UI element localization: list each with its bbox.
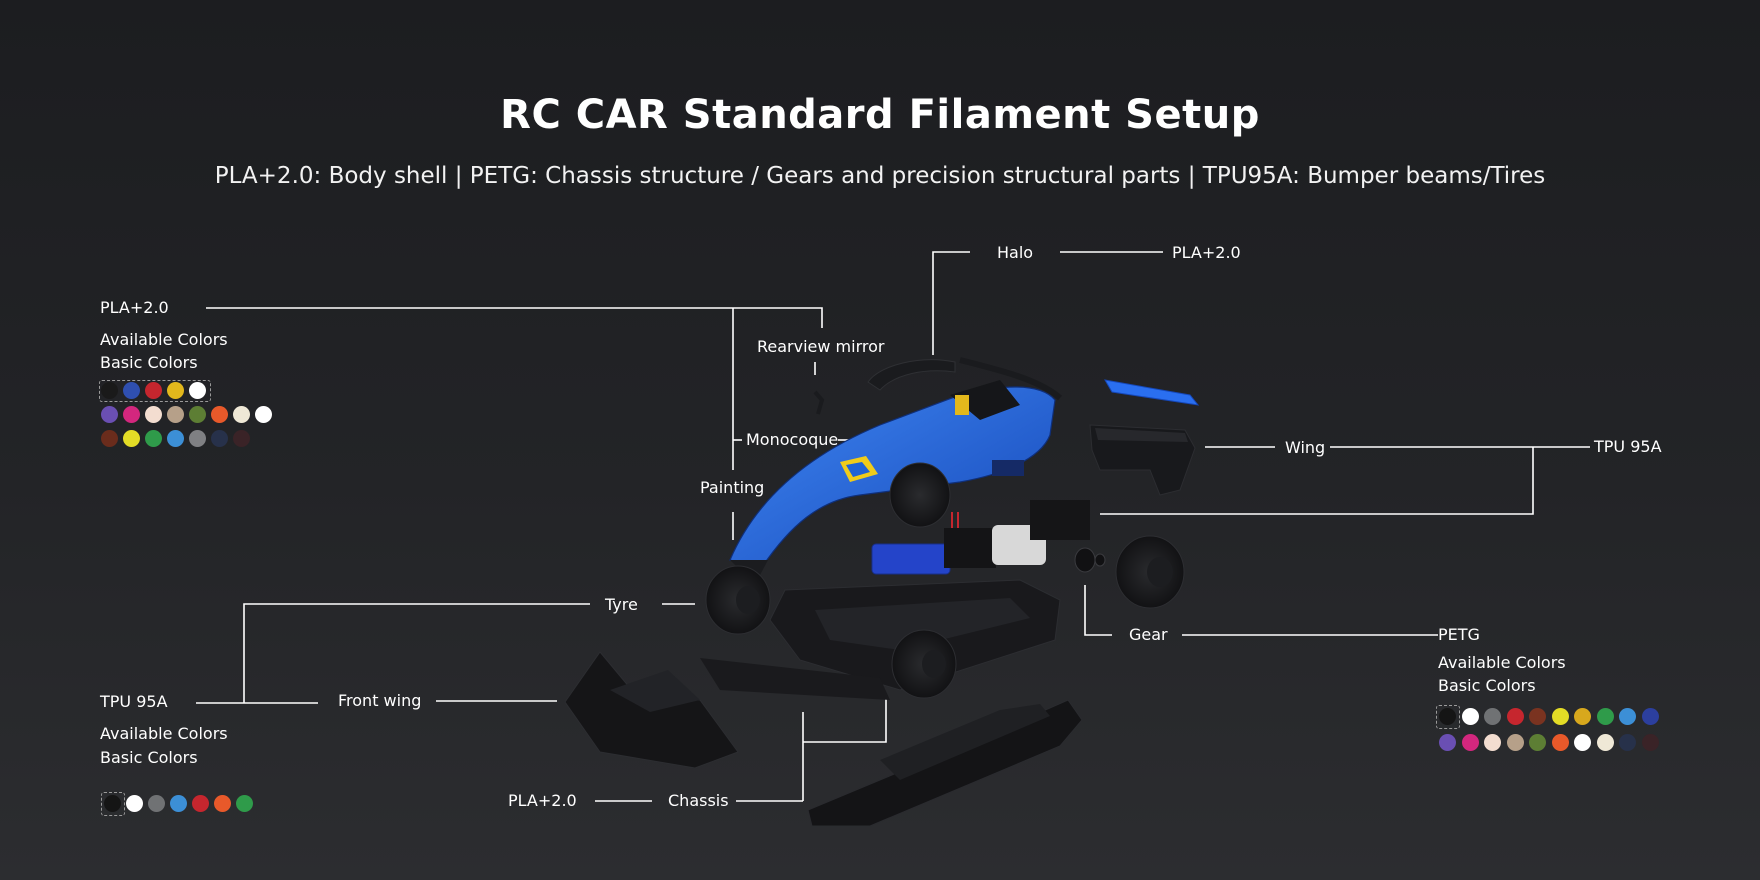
petg-swatch-1-2[interactable] bbox=[1484, 734, 1501, 751]
page-subtitle: PLA+2.0: Body shell | PETG: Chassis stru… bbox=[214, 163, 1546, 189]
chassis-bracket2-leader bbox=[803, 694, 887, 743]
pla-swatch-0-3[interactable] bbox=[167, 382, 184, 399]
electronics-parts bbox=[871, 500, 1090, 575]
halo-material-label: PLA+2.0 bbox=[1172, 243, 1241, 262]
pla-swatch-1-5[interactable] bbox=[211, 406, 228, 423]
pla-basic-colors-label: Basic Colors bbox=[100, 353, 198, 372]
pla-swatch-2-4[interactable] bbox=[189, 430, 206, 447]
tpu-swatch-0-5[interactable] bbox=[214, 795, 231, 812]
front-wing-part bbox=[564, 651, 890, 769]
pla-swatch-2-0[interactable] bbox=[101, 430, 118, 447]
rearview-mirror-label: Rearview mirror bbox=[757, 337, 885, 356]
pla-swatch-0-2[interactable] bbox=[145, 382, 162, 399]
rearview-mirror-part bbox=[813, 390, 825, 415]
tpu-basic-colors-label: Basic Colors bbox=[100, 748, 198, 767]
halo-leader bbox=[932, 251, 970, 355]
painting-label: Painting bbox=[700, 478, 765, 497]
pla-basic-selection-box bbox=[99, 380, 211, 402]
petg-swatch-0-6[interactable] bbox=[1574, 708, 1591, 725]
front-left-tyre-part bbox=[705, 565, 771, 635]
tpu-swatch-0-2[interactable] bbox=[148, 795, 165, 812]
tpu-basic-selection-box bbox=[101, 792, 125, 816]
petg-swatch-0-9[interactable] bbox=[1641, 708, 1659, 725]
wing-bracket-leader bbox=[1100, 447, 1534, 515]
petg-swatch-1-5[interactable] bbox=[1551, 734, 1569, 751]
petg-basic-selection-box bbox=[1436, 705, 1460, 729]
petg-swatch-0-8[interactable] bbox=[1619, 708, 1636, 725]
pla-swatch-0-4[interactable] bbox=[189, 382, 206, 399]
pla-swatch-1-1[interactable] bbox=[123, 406, 140, 423]
pla-swatch-2-5[interactable] bbox=[211, 430, 228, 447]
tyre-label: Tyre bbox=[605, 595, 638, 614]
tpu-swatch-0-1[interactable] bbox=[126, 795, 143, 812]
pla-swatch-1-6[interactable] bbox=[233, 406, 250, 423]
petg-swatch-1-7[interactable] bbox=[1596, 734, 1614, 751]
gear-part bbox=[1074, 547, 1106, 573]
front-wing-label: Front wing bbox=[338, 691, 422, 710]
pla-swatch-2-1[interactable] bbox=[123, 430, 140, 447]
chassis-label: Chassis bbox=[668, 791, 729, 810]
pla-rearview-leader bbox=[206, 307, 823, 328]
petg-material-label: PETG bbox=[1438, 625, 1480, 644]
tpu-material-label: TPU 95A bbox=[100, 692, 168, 711]
rear-tyre-part bbox=[1115, 535, 1185, 609]
petg-swatch-1-6[interactable] bbox=[1574, 734, 1591, 751]
tpu-tyre-leader bbox=[243, 603, 590, 703]
petg-swatch-0-0[interactable] bbox=[1439, 708, 1456, 725]
halo-label: Halo bbox=[997, 243, 1034, 262]
petg-swatch-1-4[interactable] bbox=[1529, 734, 1546, 751]
pla-swatch-1-4[interactable] bbox=[189, 406, 206, 423]
pla-swatch-0-0[interactable] bbox=[101, 382, 118, 399]
petg-swatch-1-1[interactable] bbox=[1461, 734, 1479, 751]
pla-swatch-1-2[interactable] bbox=[145, 406, 162, 423]
halo-part bbox=[867, 357, 1063, 401]
monocoque-body-part bbox=[729, 380, 1056, 575]
petg-available-colors-label: Available Colors bbox=[1438, 653, 1566, 672]
gear-label: Gear bbox=[1129, 625, 1168, 644]
petg-swatch-0-7[interactable] bbox=[1596, 708, 1614, 725]
pla-swatch-2-2[interactable] bbox=[145, 430, 162, 447]
pla-material-label: PLA+2.0 bbox=[100, 298, 169, 317]
pla-available-colors-label: Available Colors bbox=[100, 330, 228, 349]
tpu-swatch-0-3[interactable] bbox=[170, 795, 187, 812]
petg-swatch-1-9[interactable] bbox=[1641, 734, 1659, 751]
rear-wing-part bbox=[1089, 424, 1196, 496]
petg-swatch-1-8[interactable] bbox=[1619, 734, 1636, 751]
pla-swatch-2-6[interactable] bbox=[233, 430, 250, 447]
pla-swatch-1-7[interactable] bbox=[255, 406, 272, 423]
tpu-swatch-0-6[interactable] bbox=[236, 795, 253, 812]
petg-swatch-1-3[interactable] bbox=[1506, 734, 1524, 751]
tpu-available-colors-label: Available Colors bbox=[100, 724, 228, 743]
pla-swatch-1-0[interactable] bbox=[101, 406, 118, 423]
pla-swatch-1-3[interactable] bbox=[167, 406, 184, 423]
pla-swatch-2-3[interactable] bbox=[167, 430, 184, 447]
chassis-material-label: PLA+2.0 bbox=[508, 791, 577, 810]
petg-swatch-0-3[interactable] bbox=[1506, 708, 1524, 725]
page-title: RC CAR Standard Filament Setup bbox=[500, 92, 1260, 138]
petg-swatch-0-5[interactable] bbox=[1551, 708, 1569, 725]
wing-material-label: TPU 95A bbox=[1594, 437, 1662, 456]
tpu-swatch-0-4[interactable] bbox=[192, 795, 209, 812]
petg-swatch-0-4[interactable] bbox=[1529, 708, 1546, 725]
wing-label: Wing bbox=[1285, 438, 1326, 457]
pla-swatch-0-1[interactable] bbox=[123, 382, 140, 399]
chassis-part bbox=[807, 699, 1083, 827]
petg-swatch-1-0[interactable] bbox=[1439, 734, 1456, 751]
petg-basic-colors-label: Basic Colors bbox=[1438, 676, 1536, 695]
rear-wing-flap-part bbox=[1104, 379, 1200, 406]
petg-swatch-0-2[interactable] bbox=[1484, 708, 1501, 725]
tpu-swatch-0-0[interactable] bbox=[104, 795, 121, 812]
monocoque-label: Monocoque bbox=[746, 430, 839, 449]
petg-swatch-0-1[interactable] bbox=[1461, 708, 1479, 725]
gear-leader bbox=[1084, 585, 1112, 636]
front-right-tyre-part bbox=[891, 629, 957, 699]
rear-inner-tyre-part bbox=[889, 462, 951, 528]
